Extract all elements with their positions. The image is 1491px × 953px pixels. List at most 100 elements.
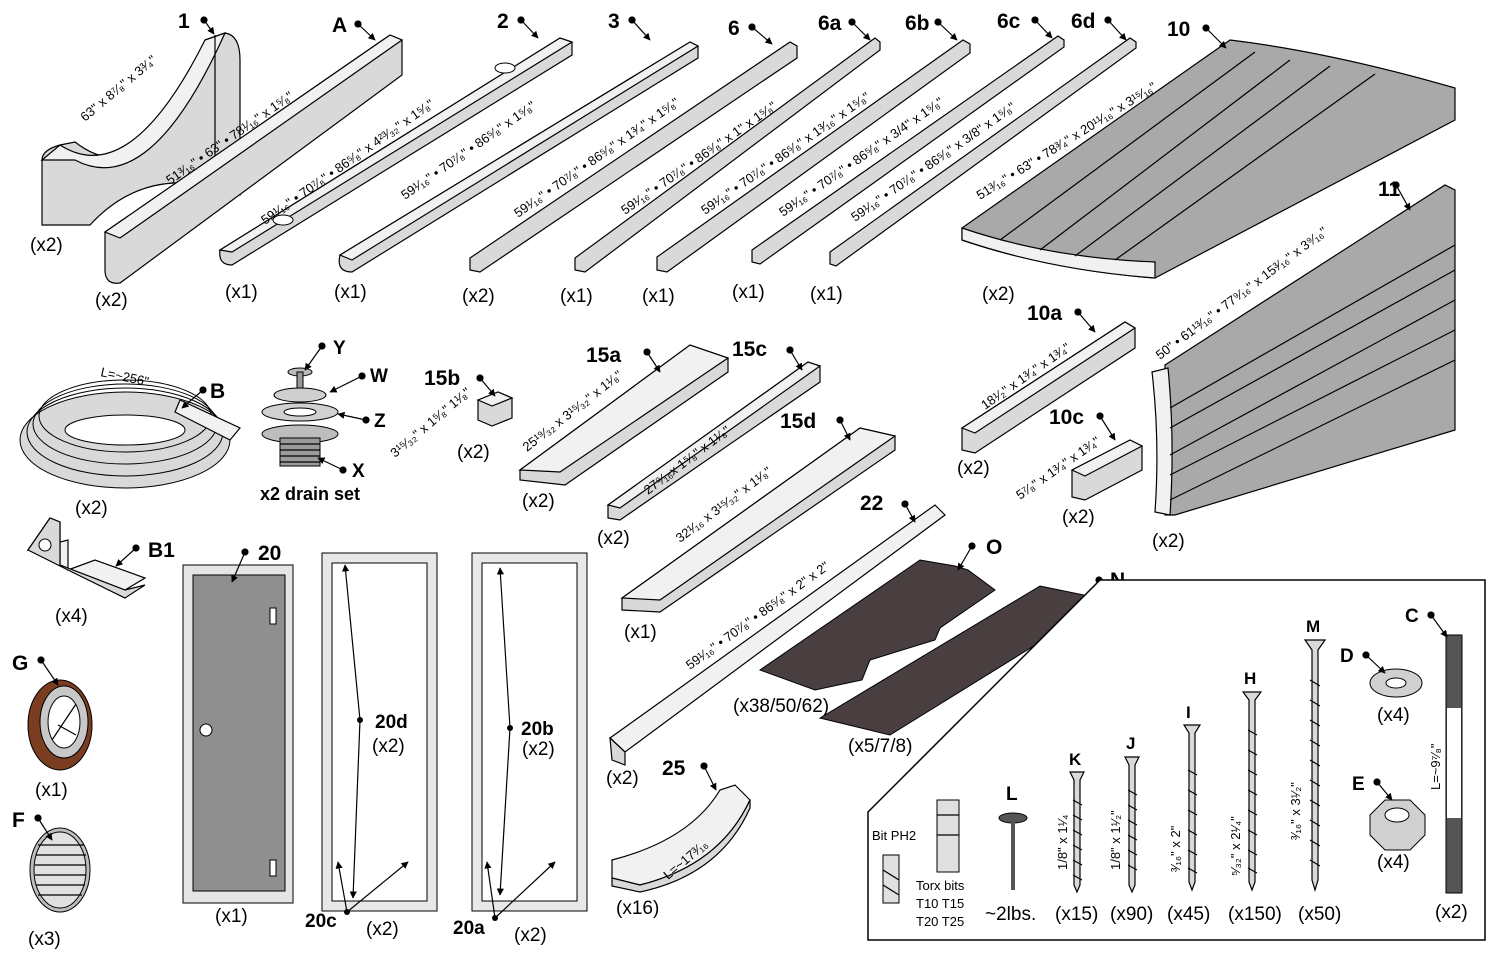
part-25: 25 L=~17³⁄₁₆ (x16) xyxy=(611,757,751,919)
part-C-dim: L=~9⁷⁄₈" xyxy=(1428,743,1443,790)
part-H: H ⁵⁄₃₂" x 2¹⁄₄" (x150) xyxy=(1228,669,1282,925)
part-I-dim: ³⁄₁₆" x 2" xyxy=(1168,825,1183,872)
part-15d-label: 15d xyxy=(780,410,816,433)
part-10-qty: (x2) xyxy=(982,284,1015,305)
part-I-qty: (x45) xyxy=(1167,904,1210,925)
part-D-qty: (x4) xyxy=(1377,705,1410,726)
drain-W-label: W xyxy=(370,366,388,387)
part-3-qty: (x1) xyxy=(334,282,367,303)
part-D: D (x4) xyxy=(1340,646,1423,726)
part-K: K 1/8" x 1¹⁄₄ (x15) xyxy=(1055,750,1098,925)
bit-ph2-label: Bit PH2 xyxy=(872,828,916,843)
part-G-label: G xyxy=(12,652,28,675)
part-15b: 15b 3¹⁵⁄₃₂" x 1⁵⁄₈" 1¹⁄₈" (x2) xyxy=(387,367,514,463)
part-15a: 15a 25¹⁹⁄₃₂ x 3¹⁵⁄₃₂" x 1¹⁄₈" (x2) xyxy=(518,344,730,512)
part-6-label: 6 xyxy=(728,17,740,40)
part-3-label: 3 xyxy=(608,10,620,33)
part-G: G (x1) xyxy=(12,652,93,801)
part-10a-qty: (x2) xyxy=(957,458,990,479)
part-G-qty: (x1) xyxy=(35,780,68,801)
drain-set-caption: x2 drain set xyxy=(260,484,360,504)
part-I-label: I xyxy=(1186,703,1191,722)
part-10a-label: 10a xyxy=(1027,302,1062,325)
part-E-label: E xyxy=(1352,774,1365,795)
part-L-label: L xyxy=(1006,784,1018,805)
part-A-label: A xyxy=(332,14,347,37)
part-C: C L=~9⁷⁄₈" (x2) xyxy=(1405,606,1468,923)
part-L: L ~2lbs. xyxy=(985,784,1036,925)
part-25-label: 25 xyxy=(662,757,686,780)
part-B1-qty: (x4) xyxy=(55,606,88,627)
drain-Z-label: Z xyxy=(374,411,386,432)
part-B1: B1 (x4) xyxy=(26,517,175,627)
part-F-label: F xyxy=(12,809,25,832)
drain-Y-label: Y xyxy=(333,338,346,359)
part-20b-frame: 20b (x2) 20a (x2) xyxy=(453,552,588,946)
part-1-dim: 63" x 8⁷⁄₈" x 3³⁄₄" xyxy=(77,52,159,124)
part-22-label: 22 xyxy=(860,492,883,515)
drain-X-label: X xyxy=(352,461,365,482)
part-15b-qty: (x2) xyxy=(457,442,490,463)
part-6d-qty: (x1) xyxy=(810,284,843,305)
part-N-qty: (x5/7/8) xyxy=(848,736,912,757)
part-2-label: 2 xyxy=(497,10,509,33)
part-E-qty: (x4) xyxy=(1377,852,1410,873)
part-6b-qty: (x1) xyxy=(642,286,675,307)
part-J-dim: 1/8" x 1¹⁄₂" xyxy=(1108,810,1123,870)
part-20: 20 (x1) xyxy=(182,542,294,927)
bit-ph2: Bit PH2 xyxy=(872,828,916,904)
part-22-qty: (x2) xyxy=(606,768,639,789)
part-6a-label: 6a xyxy=(818,12,842,35)
part-C-qty: (x2) xyxy=(1435,902,1468,923)
part-25-qty: (x16) xyxy=(616,898,659,919)
part-C-label: C xyxy=(1405,606,1419,627)
part-H-label: H xyxy=(1244,669,1256,688)
part-20d-frame: 20d (x2) 20c (x2) xyxy=(305,552,438,940)
part-10c-qty: (x2) xyxy=(1062,507,1095,528)
torx-line-2: T10 T15 xyxy=(916,896,964,911)
part-E: E (x4) xyxy=(1352,774,1426,873)
part-M-qty: (x50) xyxy=(1298,904,1341,925)
part-1-label: 1 xyxy=(178,10,190,33)
part-20a-label: 20a xyxy=(453,918,485,939)
part-L-qty: ~2lbs. xyxy=(985,904,1036,925)
part-F-qty: (x3) xyxy=(28,929,61,950)
part-B-label: B xyxy=(210,380,225,403)
torx-bits: Torx bits T10 T15 T20 T25 xyxy=(916,799,965,929)
part-15c-label: 15c xyxy=(732,338,767,361)
part-10-label: 10 xyxy=(1167,18,1190,41)
part-20b-qty: (x2) xyxy=(522,739,555,760)
torx-line-3: T20 T25 xyxy=(916,914,964,929)
part-M: M ³⁄₁₆" x 3¹⁄₂" (x50) xyxy=(1288,617,1341,925)
part-15c-qty: (x2) xyxy=(597,528,630,549)
part-B1-label: B1 xyxy=(148,539,175,562)
part-H-dim: ⁵⁄₃₂" x 2¹⁄₄" xyxy=(1228,816,1243,876)
part-15a-qty: (x2) xyxy=(522,491,555,512)
part-B-qty: (x2) xyxy=(75,498,108,519)
part-20d-qty: (x2) xyxy=(372,736,405,757)
part-15c-dim: 27⁹⁄₁₆x 1⁵⁄₈" x 1¹⁄₈" xyxy=(641,422,734,497)
part-D-label: D xyxy=(1340,646,1354,667)
part-6b-label: 6b xyxy=(905,12,930,35)
part-11-qty: (x2) xyxy=(1152,531,1185,552)
part-B-dim: L=~256" xyxy=(99,364,150,389)
part-J-qty: (x90) xyxy=(1110,904,1153,925)
part-6-qty: (x2) xyxy=(462,286,495,307)
drain-set: Y W Z X x2 drain set xyxy=(260,338,388,504)
part-6d-label: 6d xyxy=(1071,10,1096,33)
part-K-qty: (x15) xyxy=(1055,904,1098,925)
part-20c-label: 20c xyxy=(305,911,337,932)
part-2-qty: (x1) xyxy=(225,282,258,303)
part-20d-label: 20d xyxy=(375,712,408,733)
part-15b-label: 15b xyxy=(424,367,460,390)
part-A: A 51³⁄₁₆" • 63" • 78¹⁄₁₆" x 1⁵⁄₈" (x2) xyxy=(95,14,404,311)
part-M-dim: ³⁄₁₆" x 3¹⁄₂" xyxy=(1288,782,1303,840)
part-20b-label: 20b xyxy=(521,719,554,740)
part-20-label: 20 xyxy=(258,542,281,565)
part-20a-qty: (x2) xyxy=(514,925,547,946)
hardware-panel: Bit PH2 Torx bits T10 T15 T20 T25 L ~2lb… xyxy=(867,579,1486,941)
part-O-qty: (x38/50/62) xyxy=(733,696,829,717)
part-1-qty: (x2) xyxy=(30,235,63,256)
part-O-label: O xyxy=(986,536,1002,559)
